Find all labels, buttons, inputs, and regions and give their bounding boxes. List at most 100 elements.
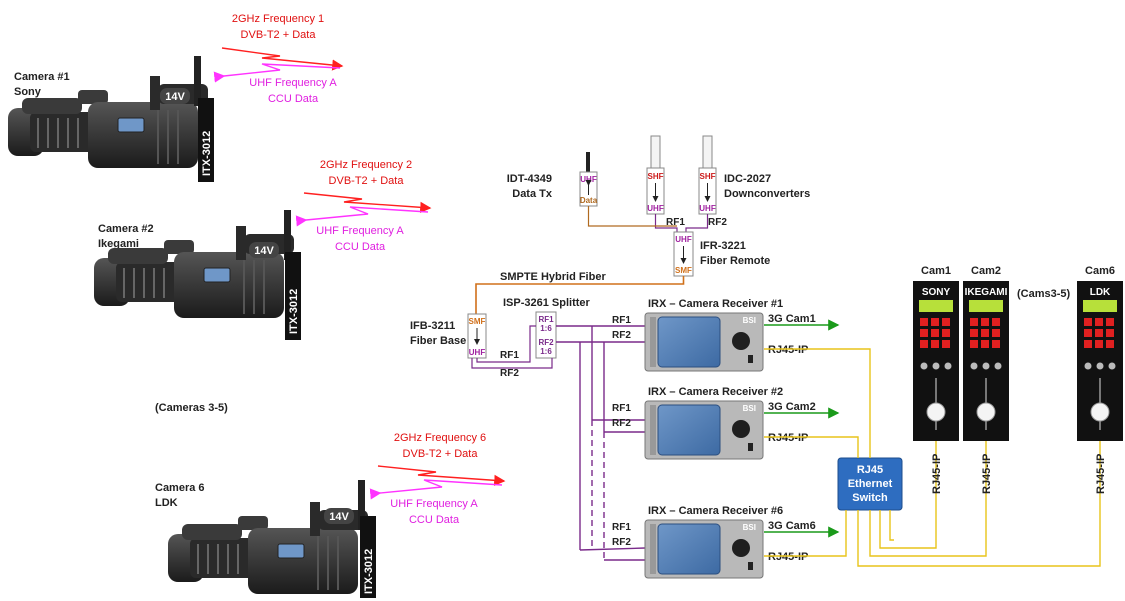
receiver-knob[interactable] xyxy=(732,332,750,350)
receiver-ip-out: RJ45-IP xyxy=(768,432,808,444)
camera-1-tx-arrow xyxy=(221,47,344,71)
ccu-indicator xyxy=(982,362,990,370)
ccu-knob[interactable] xyxy=(926,402,946,422)
ccu-button[interactable] xyxy=(942,329,950,337)
receiver-knob[interactable] xyxy=(732,539,750,557)
fiber-base-sub: Fiber Base xyxy=(410,335,466,347)
splitter-group: ISP-3261 Splitter RF1 1:6 RF2 1:6 xyxy=(503,297,591,359)
ccu-port: RJ45-IP xyxy=(981,454,993,494)
ccu-button[interactable] xyxy=(1106,318,1114,326)
camera-1-tx-link: 2GHz Frequency 1 xyxy=(232,13,324,25)
ccu-button[interactable] xyxy=(1084,329,1092,337)
receiver-title: IRX – Camera Receiver #1 xyxy=(648,298,783,310)
camera-2-antenna xyxy=(284,210,291,260)
fiber-remote-top: UHF xyxy=(675,235,692,244)
camera-6-transmitter-label: ITX-3012 xyxy=(363,549,375,594)
camera-1-antenna xyxy=(194,56,201,106)
data-tx-feed xyxy=(587,206,677,227)
receiver-ip-out: RJ45-IP xyxy=(768,551,808,563)
camera-1-tx-payload: DVB-T2 + Data xyxy=(241,29,317,41)
ccu-button[interactable] xyxy=(1095,318,1103,326)
fiber-base-bottom: UHF xyxy=(469,348,486,357)
receiver-video-out: 3G Cam6 xyxy=(768,520,816,532)
ccu-display xyxy=(919,300,953,312)
ethernet-switch-line1: RJ45 xyxy=(857,464,883,476)
ccu-button[interactable] xyxy=(1095,340,1103,348)
ccu-button[interactable] xyxy=(1106,329,1114,337)
data-tx-group: IDT-4349 Data Tx UHF Data xyxy=(507,152,598,207)
camera-1-battery xyxy=(160,88,190,104)
receiver-in1: RF1 xyxy=(612,522,631,533)
ccu-button[interactable] xyxy=(970,318,978,326)
ccu-button[interactable] xyxy=(931,329,939,337)
rf2-to-fiber-remote xyxy=(685,214,709,232)
ccu-button[interactable] xyxy=(1084,340,1092,348)
receiver-port xyxy=(748,562,753,570)
camera-1-rx-payload: CCU Data xyxy=(268,93,319,105)
camera-6-rx-link: UHF Frequency A xyxy=(390,498,478,510)
downconverter-out1: RF1 xyxy=(666,217,685,228)
ccu-knob[interactable] xyxy=(976,402,996,422)
ccu-port: RJ45-IP xyxy=(1095,454,1107,494)
ccu-indicator xyxy=(1096,362,1104,370)
receiver-in2: RF2 xyxy=(612,418,631,429)
ccu-button[interactable] xyxy=(1095,329,1103,337)
receiver-title: IRX – Camera Receiver #6 xyxy=(648,505,783,517)
base-rf1-to-splitter xyxy=(476,325,536,363)
ccu-knob[interactable] xyxy=(1090,402,1110,422)
ccu-button[interactable] xyxy=(1084,318,1092,326)
ccu-button[interactable] xyxy=(981,340,989,348)
fiber-remote-bottom: SMF xyxy=(675,266,692,275)
receiver-rail xyxy=(650,524,656,574)
ccu-button[interactable] xyxy=(981,329,989,337)
ccu-button[interactable] xyxy=(992,329,1000,337)
ccu-button[interactable] xyxy=(942,318,950,326)
ethernet-switch-line2: Ethernet xyxy=(848,478,893,490)
ccu-indicator xyxy=(944,362,952,370)
splitter-port2-ratio: 1:6 xyxy=(540,347,552,356)
ccu-button[interactable] xyxy=(920,318,928,326)
ccu-button[interactable] xyxy=(920,329,928,337)
ccu-port: RJ45-IP xyxy=(931,454,943,494)
fiber-base-out2: RF2 xyxy=(500,368,519,379)
fiber-base-name: IFB-3211 xyxy=(410,320,455,332)
ccu-button[interactable] xyxy=(920,340,928,348)
camera-2-tx-link: 2GHz Frequency 2 xyxy=(320,159,412,171)
receiver-knob[interactable] xyxy=(732,420,750,438)
ccu-button[interactable] xyxy=(970,329,978,337)
camera-6-tx-arrow xyxy=(377,465,506,486)
camera-6: Camera 6 LDK 14V ITX-3012 2GHz Frequency… xyxy=(155,432,506,598)
camera-6-transmitter xyxy=(360,516,376,598)
receiver-video-out: 3G Cam2 xyxy=(768,401,816,413)
ccu-button[interactable] xyxy=(992,340,1000,348)
data-tx-module-top: UHF xyxy=(580,175,597,184)
ccu-indicator xyxy=(1084,362,1092,370)
ccu-title: Cam2 xyxy=(971,265,1001,277)
ethernet-switch-line3: Switch xyxy=(852,492,888,504)
ccu-button[interactable] xyxy=(942,340,950,348)
ccu-button[interactable] xyxy=(931,340,939,348)
ethernet-cabling xyxy=(764,348,1101,567)
fiber-base-top: SMF xyxy=(469,317,486,326)
camera-1-rx-arrow xyxy=(213,63,341,83)
data-tx-name: IDT-4349 xyxy=(507,173,552,185)
ccu-button[interactable] xyxy=(1106,340,1114,348)
receiver-port xyxy=(748,443,753,451)
ccu-button[interactable] xyxy=(981,318,989,326)
ccu-button[interactable] xyxy=(992,318,1000,326)
camera-2-transmitter-label: ITX-3012 xyxy=(288,289,300,334)
receiver-video-out: 3G Cam1 xyxy=(768,313,816,325)
receiver-brand: BSI xyxy=(743,404,756,413)
camera-6-antenna xyxy=(358,480,365,530)
ccu-button[interactable] xyxy=(970,340,978,348)
receiver-in1: RF1 xyxy=(612,315,631,326)
downconverter-2-antenna xyxy=(702,135,713,169)
ccu-button[interactable] xyxy=(931,318,939,326)
